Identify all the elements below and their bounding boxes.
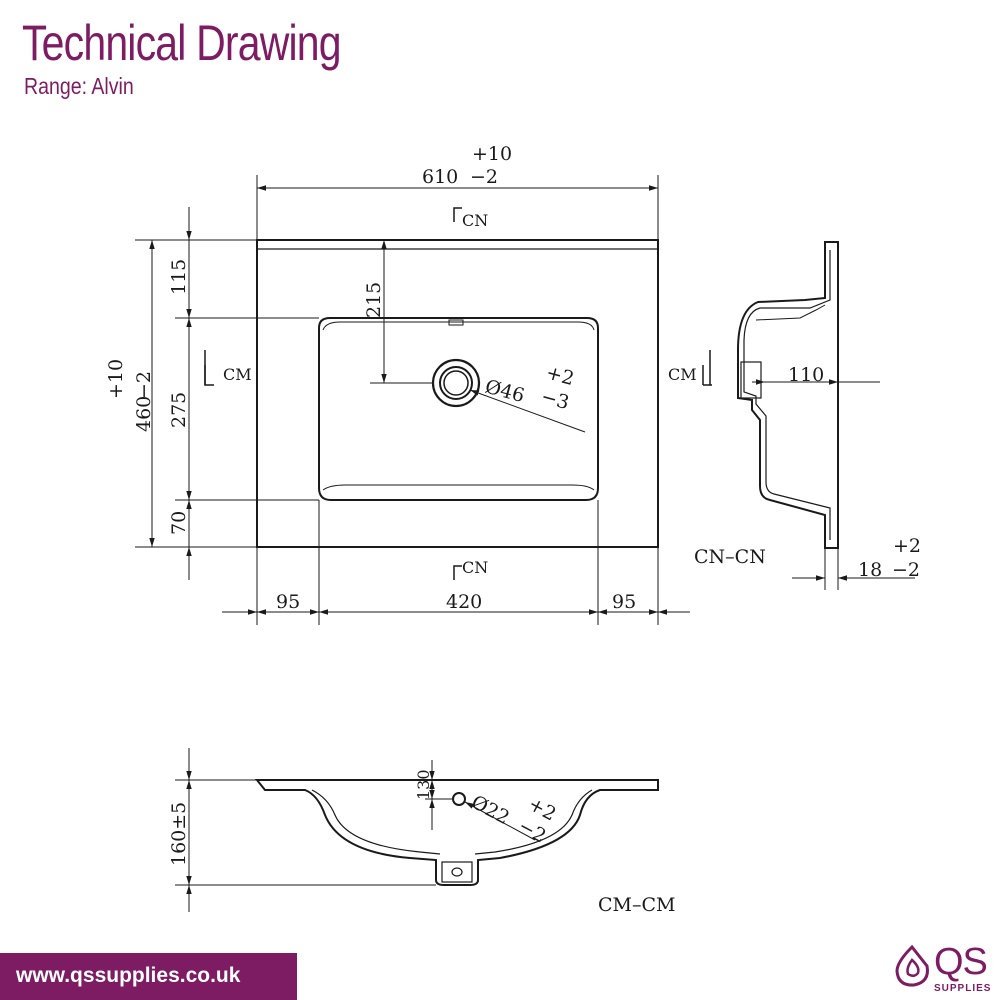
logo-letters: QS: [934, 941, 988, 983]
overflow-dia-dim: Ø22: [468, 791, 513, 829]
section-cm-left-label: CM: [223, 365, 252, 384]
bowl-depth-dim: 275: [168, 392, 190, 428]
droplet-logo-icon: [895, 944, 929, 987]
overflow-dim: 110: [788, 364, 824, 386]
depth-dim: 460: [133, 396, 155, 432]
website-link[interactable]: www.qssupplies.co.uk: [16, 964, 241, 987]
left-margin-dim: 95: [276, 591, 300, 613]
section-cm-view: [175, 748, 659, 912]
waste-offset-dim: 215: [363, 282, 385, 318]
right-margin-dim: 95: [612, 591, 636, 613]
thickness-tol-minus: −2: [892, 559, 920, 581]
width-tol-minus: −2: [470, 166, 498, 188]
section-cm-label: CM–CM: [598, 894, 675, 916]
front-margin-dim: 70: [168, 511, 190, 535]
overflow-hole: [452, 792, 466, 806]
section-cn-view: [737, 241, 915, 590]
section-cm-profile: [254, 779, 659, 886]
depth-dim-group: 460 +10 −2: [105, 359, 155, 432]
logo-subtext: SUPPLIES: [934, 983, 992, 994]
footer-bar: [0, 953, 297, 1000]
section-cn-top-label: CN: [462, 211, 488, 230]
thickness-tol-plus: +2: [893, 535, 921, 557]
depth-tol-minus: −2: [133, 371, 155, 399]
overflow-height-dim: 130: [414, 769, 433, 800]
basin-outline: [256, 239, 659, 548]
waste-dia-dim: Ø46: [483, 376, 527, 408]
bowl-outline: [318, 317, 599, 501]
rear-margin-dim: 115: [168, 259, 190, 295]
depth-tol-plus: +10: [105, 359, 127, 399]
section-cn-label: CN–CN: [694, 546, 766, 568]
qs-supplies-logo: QS SUPPLIES: [888, 941, 998, 1000]
section-cm-height-dim: 160±5: [168, 802, 190, 866]
section-cn-profile: [737, 241, 839, 549]
bowl-width-dim: 420: [446, 591, 482, 613]
width-dim: 610: [422, 166, 458, 188]
waste-tol-minus: −3: [539, 386, 572, 415]
section-cm-right-label: CM: [668, 365, 697, 384]
thickness-dim: 18: [858, 559, 882, 581]
range-subtitle: Range: Alvin: [24, 73, 134, 99]
page-title: Technical Drawing: [22, 15, 342, 71]
width-tol-plus: +10: [472, 143, 512, 165]
section-cn-bottom-label: CN: [462, 558, 488, 577]
plan-view: [135, 175, 712, 625]
